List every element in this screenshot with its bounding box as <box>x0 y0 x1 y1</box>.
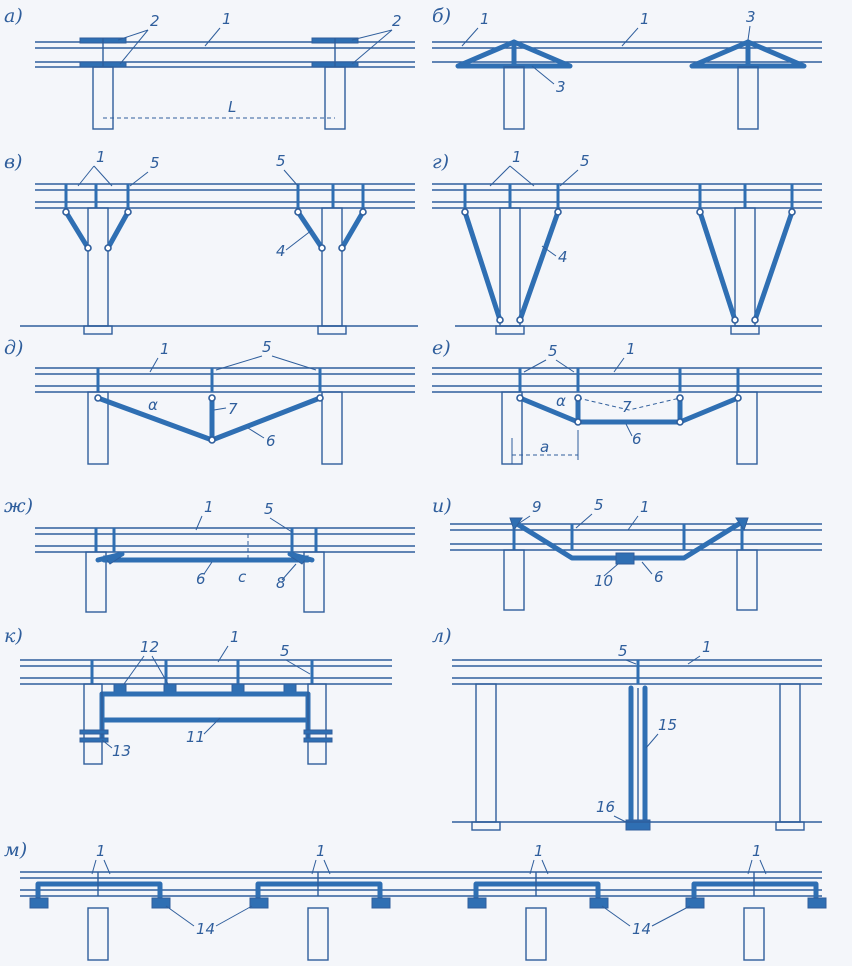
panel-b-num-1a: 1 <box>480 10 490 28</box>
panel-k-num-11: 11 <box>186 728 205 746</box>
panel-b-num-1b: 1 <box>640 10 650 28</box>
panel-e-num-1: 1 <box>626 340 636 358</box>
panel-l-num-16: 16 <box>596 798 615 816</box>
panel-k-num-12: 12 <box>140 638 159 656</box>
panel-k-num-13: 13 <box>112 742 131 760</box>
panel-i-num-9: 9 <box>532 498 542 516</box>
panel-m: м) 1 1 1 <box>4 839 827 961</box>
panel-a-num-2b: 2 <box>392 12 402 30</box>
panel-e-dim-a: a <box>540 438 549 456</box>
panel-i-num-6: 6 <box>654 568 664 586</box>
panel-l-num-1: 1 <box>702 638 712 656</box>
panel-a: а) L 1 2 2 <box>4 5 415 130</box>
panel-e-num-5: 5 <box>548 342 558 360</box>
panel-i: и) 9 5 1 10 6 <box>432 495 822 611</box>
panel-m-num-1a: 1 <box>96 842 106 860</box>
panel-m-num-1b: 1 <box>316 842 326 860</box>
panel-b-num-3b: 3 <box>746 8 756 26</box>
panel-a-num-2a: 2 <box>150 12 160 30</box>
panel-i-num-1: 1 <box>640 498 650 516</box>
panel-e-num-7: 7 <box>622 398 632 416</box>
panel-m-num-1c: 1 <box>534 842 544 860</box>
panel-e-num-6: 6 <box>632 430 642 448</box>
panel-e-label: е) <box>432 337 451 359</box>
panel-d-num-5: 5 <box>262 338 272 356</box>
panel-v-num-4: 4 <box>276 242 286 260</box>
panel-v-num-1: 1 <box>96 148 106 166</box>
panel-v-num-5b: 5 <box>276 152 286 170</box>
panel-i-num-5: 5 <box>594 496 604 514</box>
panel-zh-num-6: 6 <box>196 570 206 588</box>
panel-zh: ж) c 1 5 6 8 <box>4 495 415 613</box>
panel-b-num-3a: 3 <box>556 78 566 96</box>
panel-k-label: к) <box>4 625 23 647</box>
panel-k-num-1: 1 <box>230 628 240 646</box>
panel-d-num-6: 6 <box>266 432 276 450</box>
panel-d: д) α 1 5 7 6 <box>4 337 415 465</box>
panel-l-label: л) <box>432 625 452 647</box>
panel-b-label: б) <box>432 5 451 27</box>
panel-v-num-5a: 5 <box>150 154 160 172</box>
panel-g: г) 1 5 4 <box>432 148 822 335</box>
panel-m-num-14a: 14 <box>196 920 215 938</box>
panel-a-dim-L: L <box>228 98 236 116</box>
panel-e-angle: α <box>556 392 566 410</box>
panel-g-num-1: 1 <box>512 148 522 166</box>
panel-k: к) 12 1 5 11 13 <box>4 625 392 765</box>
panel-zh-num-5: 5 <box>264 500 274 518</box>
panel-g-label: г) <box>432 151 449 173</box>
panel-k-num-5: 5 <box>280 642 290 660</box>
panel-e: е) a α 5 1 7 6 <box>432 337 822 465</box>
panel-m-num-14b: 14 <box>632 920 651 938</box>
panel-zh-dim-c: c <box>238 568 247 586</box>
panel-d-num-7: 7 <box>228 400 238 418</box>
panel-zh-label: ж) <box>4 495 33 517</box>
panel-b: б) 1 1 3 3 <box>432 5 822 130</box>
panel-m-num-1d: 1 <box>752 842 762 860</box>
panel-l-num-5: 5 <box>618 642 628 660</box>
panel-zh-num-8: 8 <box>276 574 286 592</box>
panel-d-num-1: 1 <box>160 340 170 358</box>
panel-i-num-10: 10 <box>594 572 613 590</box>
panel-g-num-4: 4 <box>558 248 568 266</box>
panel-a-label: а) <box>4 5 23 27</box>
panel-l-num-15: 15 <box>658 716 677 734</box>
panel-g-num-5: 5 <box>580 152 590 170</box>
panel-v-label: в) <box>4 151 22 173</box>
panel-v: в) 1 5 5 4 <box>4 148 418 335</box>
panel-l: л) 5 1 15 16 <box>432 625 822 831</box>
panel-i-label: и) <box>432 495 452 517</box>
panel-m-label: м) <box>4 839 27 861</box>
panel-a-num-1: 1 <box>222 10 232 28</box>
panel-d-angle: α <box>148 396 158 414</box>
panel-zh-num-1: 1 <box>204 498 214 516</box>
panel-d-label: д) <box>4 337 23 359</box>
